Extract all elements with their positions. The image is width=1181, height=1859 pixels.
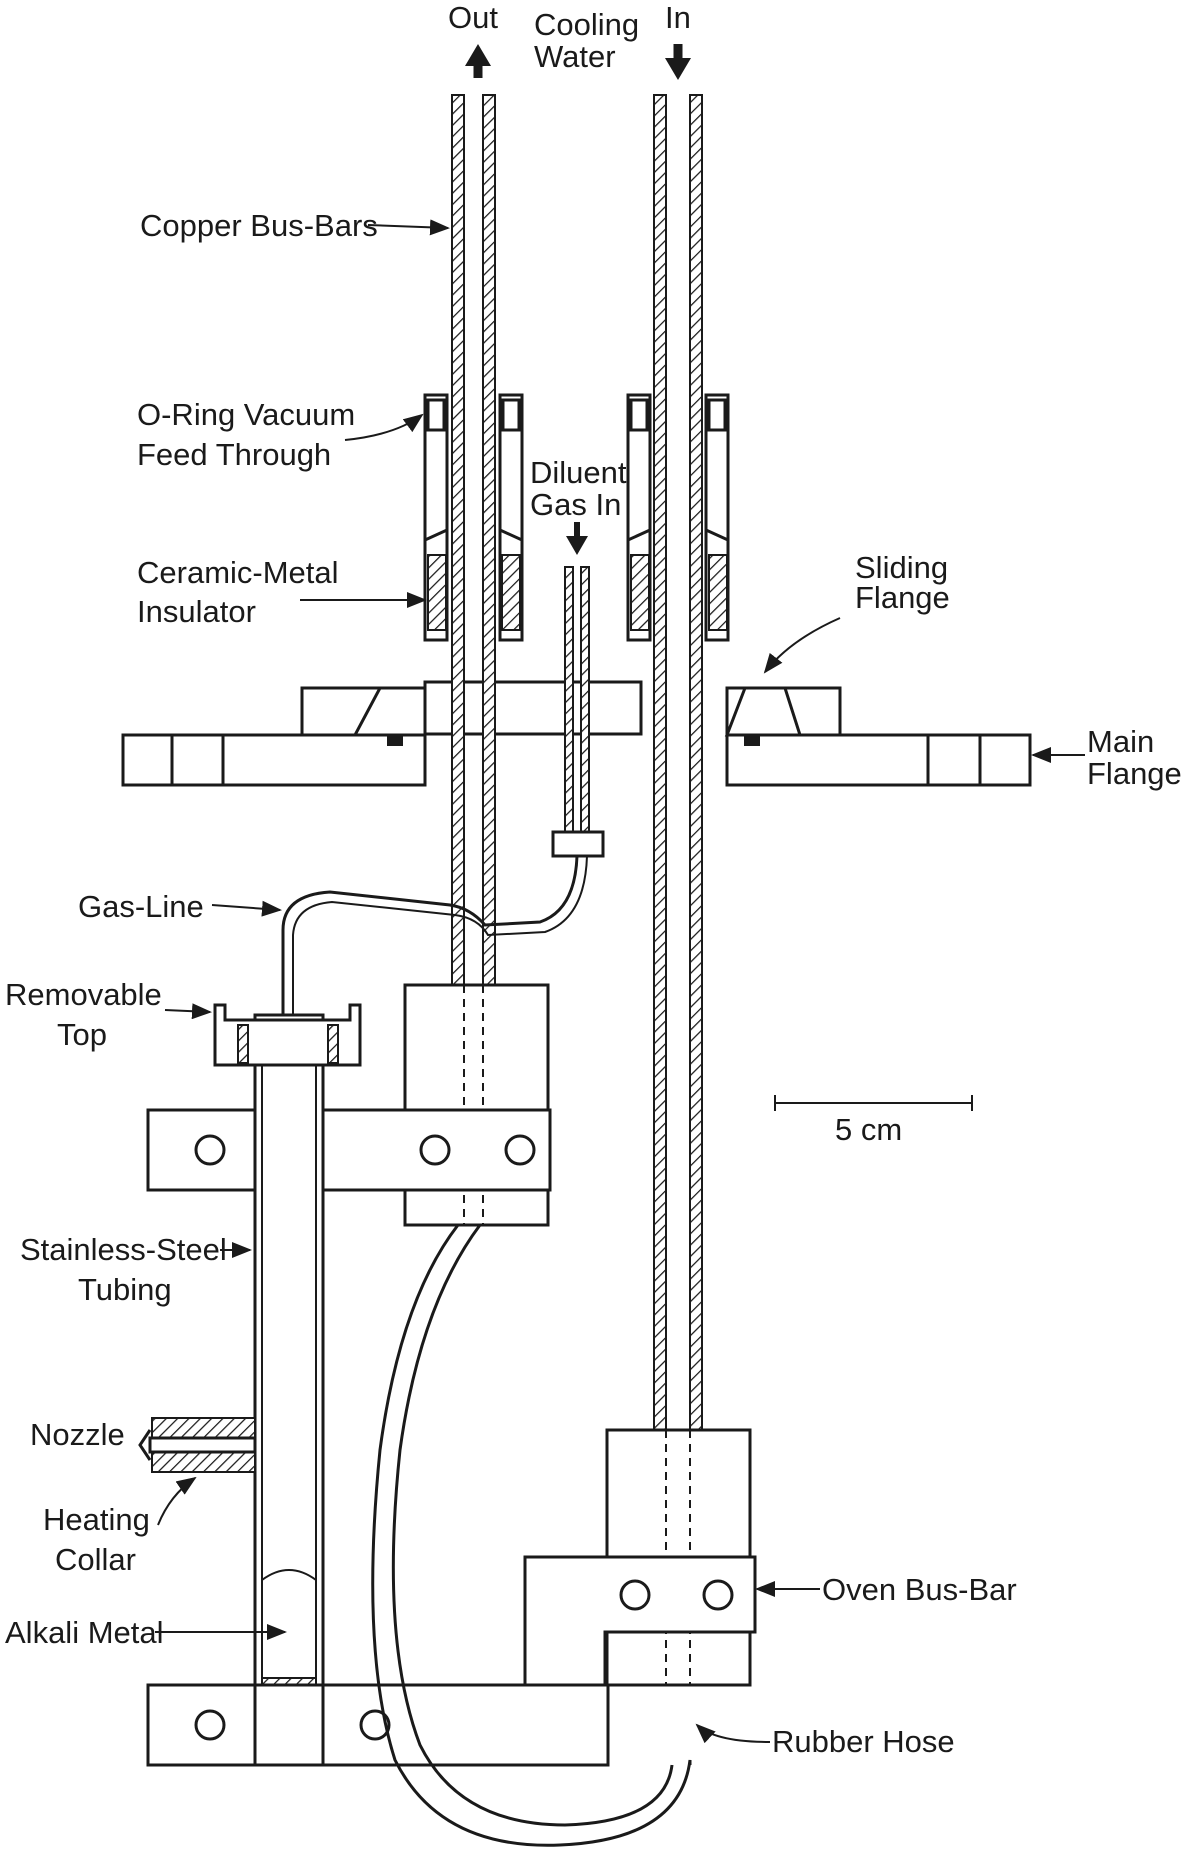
label-removable-line2: Top (57, 1017, 107, 1052)
label-scale: 5 cm (835, 1112, 902, 1147)
removable-top (213, 1003, 362, 1067)
bolt-icon (619, 1579, 651, 1611)
label-cooling: Cooling (534, 7, 639, 42)
gas-line-inner (292, 855, 588, 1015)
bolt-icon (359, 1709, 391, 1741)
label-main-line2: Flange (1087, 756, 1181, 791)
bolt-icon (194, 1709, 226, 1741)
label-nozzle: Nozzle (30, 1417, 125, 1452)
label-copper-bus-bars: Copper Bus-Bars (140, 208, 378, 243)
oring-feedthrough-left (423, 393, 524, 642)
stainless-steel-tube (253, 1013, 325, 1692)
label-diluent-line1: Diluent (530, 455, 627, 490)
diluent-gas-tube (551, 522, 605, 858)
label-sliding-line1: Sliding (855, 550, 948, 585)
copper-bus-bar-left (451, 94, 496, 986)
label-in: In (665, 0, 691, 35)
label-gas-line: Gas-Line (78, 889, 204, 924)
label-removable-line1: Removable (5, 977, 162, 1012)
label-alkali-metal: Alkali Metal (5, 1615, 164, 1650)
bolt-icon (702, 1579, 734, 1611)
arrow-out-icon (465, 44, 491, 78)
label-sliding-line2: Flange (855, 580, 950, 615)
label-ceramic-line2: Insulator (137, 594, 256, 629)
bolt-icon (194, 1134, 226, 1166)
label-oring-line2: Feed Through (137, 437, 331, 472)
label-rubber-hose: Rubber Hose (772, 1724, 955, 1759)
label-heating-line1: Heating (43, 1502, 150, 1537)
label-heating-line2: Collar (55, 1542, 136, 1577)
sliding-flange (300, 680, 842, 737)
label-stainless-line1: Stainless-Steel (20, 1232, 227, 1267)
label-out: Out (448, 0, 498, 35)
bolt-icon (504, 1134, 536, 1166)
copper-bus-bar-right (653, 94, 703, 1431)
rubber-hose (371, 1224, 692, 1847)
label-main-line1: Main (1087, 724, 1154, 759)
upper-bus-block (320, 983, 552, 1227)
left-bracket (146, 1108, 257, 1192)
label-oring-line1: O-Ring Vacuum (137, 397, 355, 432)
scale-bar (774, 1095, 973, 1111)
bolt-icon (419, 1134, 451, 1166)
label-diluent-line2: Gas In (530, 487, 621, 522)
label-ceramic-line1: Ceramic-Metal (137, 555, 339, 590)
label-stainless-line2: Tubing (78, 1272, 172, 1307)
gas-line (281, 855, 579, 1015)
arrow-in-icon (665, 44, 691, 80)
main-flange (121, 733, 1032, 787)
oring-feedthrough-right (626, 393, 730, 642)
nozzle (138, 1417, 257, 1473)
leader-lines (155, 219, 1085, 1744)
label-water: Water (534, 39, 616, 74)
label-oven-bus-bar: Oven Bus-Bar (822, 1572, 1017, 1607)
bottom-plate (146, 1683, 610, 1767)
